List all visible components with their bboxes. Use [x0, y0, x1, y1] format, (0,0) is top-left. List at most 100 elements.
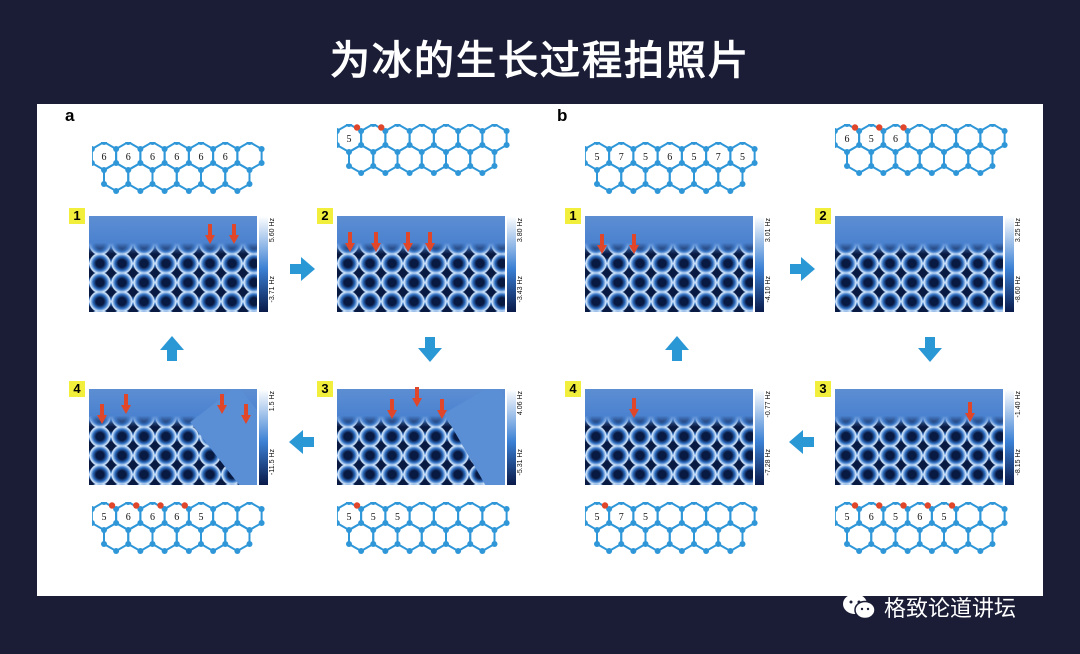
- colorbar: [507, 216, 516, 312]
- colorbar-min-label: -3.43 Hz: [517, 276, 524, 303]
- ring-label: 5: [198, 512, 203, 523]
- defect-atom: [851, 502, 859, 509]
- colorbar-max-label: 3.80 Hz: [517, 218, 524, 243]
- ring-label: 7: [619, 512, 624, 523]
- defect-atom: [353, 124, 361, 131]
- afm-image: [585, 389, 753, 485]
- colorbar-min-label: -8.15 Hz: [1015, 449, 1022, 476]
- ring-label: 6: [223, 152, 228, 163]
- panel-letter-a: a: [65, 106, 75, 125]
- colorbar-min-label: -4.10 Hz: [765, 276, 772, 303]
- red-arrow-icon: [241, 404, 251, 424]
- ring-label: 6: [198, 152, 203, 163]
- step-badge: 4: [565, 381, 581, 397]
- ring-label: 5: [347, 512, 352, 523]
- afm-image: [89, 389, 257, 485]
- colorbar: [1005, 216, 1014, 312]
- colorbar-max-label: -0.77 Hz: [765, 391, 772, 418]
- ring-label: 6: [893, 134, 898, 145]
- red-arrow-icon: [597, 234, 607, 254]
- ring-label: 6: [667, 152, 672, 163]
- flow-arrow-right-icon: [290, 257, 315, 281]
- ring-label: 5: [395, 512, 400, 523]
- colorbar-min-label: -11.5 Hz: [269, 449, 276, 475]
- ring-label: 6: [174, 152, 179, 163]
- flow-arrow-down-icon: [918, 337, 942, 362]
- afm-image: [835, 216, 1003, 312]
- ring-label: 5: [941, 512, 946, 523]
- red-arrow-icon: [387, 399, 397, 419]
- watermark-text: 格致论道讲坛: [884, 597, 1017, 622]
- colorbar-min-label: -7.28 Hz: [765, 449, 772, 476]
- disordered-layer: [337, 216, 505, 254]
- defect-atom: [157, 502, 164, 509]
- red-arrow-icon: [229, 224, 239, 244]
- defect-atom: [851, 124, 859, 131]
- ring-label: 6: [150, 512, 155, 523]
- ring-label: 5: [845, 512, 850, 523]
- lattice-diagram: 5: [337, 124, 510, 176]
- flow-arrow-left-icon: [289, 430, 314, 454]
- ring-label: 5: [102, 512, 107, 523]
- step-badge: 3: [815, 381, 831, 397]
- ring-label: 7: [716, 152, 721, 163]
- flow-arrow-up-icon: [665, 336, 689, 361]
- ring-label: 5: [371, 512, 376, 523]
- ring-label: 6: [845, 134, 850, 145]
- red-arrow-icon: [403, 232, 413, 252]
- ring-label: 5: [740, 152, 745, 163]
- ring-label: 5: [691, 152, 696, 163]
- ring-label: 5: [595, 152, 600, 163]
- colorbar: [1005, 389, 1014, 485]
- red-arrow-icon: [97, 404, 107, 424]
- step-badge: 3: [317, 381, 333, 397]
- defect-atom: [900, 502, 907, 509]
- lattice-diagram: 5 5 5: [337, 502, 510, 554]
- colorbar-max-label: 4.06 Hz: [517, 391, 524, 416]
- ring-label: 6: [126, 152, 131, 163]
- defect-atom: [876, 124, 883, 131]
- afm-image: [835, 389, 1003, 485]
- afm-image: [89, 216, 257, 312]
- slide-title: 为冰的生长过程拍照片: [330, 38, 750, 84]
- disordered-layer: [835, 216, 1003, 254]
- wechat-icon: [843, 594, 876, 620]
- ring-label: 6: [869, 512, 874, 523]
- ring-label: 5: [595, 512, 600, 523]
- disordered-layer: [585, 389, 753, 427]
- afm-image: [585, 216, 753, 312]
- panel-letter-b: b: [557, 106, 568, 125]
- colorbar-max-label: -1.40 Hz: [1015, 391, 1022, 418]
- ring-label: 5: [643, 152, 648, 163]
- colorbar-min-label: -5.31 Hz: [517, 449, 524, 476]
- lattice-diagram: 6 5 6: [835, 124, 1008, 176]
- watermark: 格致论道讲坛: [842, 590, 1016, 624]
- afm-image: [337, 216, 505, 312]
- ring-label: 6: [150, 152, 155, 163]
- colorbar: [507, 389, 516, 485]
- defect-atom: [924, 502, 931, 509]
- colorbar-max-label: 3.25 Hz: [1015, 218, 1022, 243]
- flow-arrow-right-icon: [790, 257, 815, 281]
- colorbar-min-label: -8.60 Hz: [1015, 276, 1022, 303]
- colorbar-min-label: -3.71 Hz: [269, 276, 276, 303]
- ring-label: 5: [893, 512, 898, 523]
- defect-atom: [353, 502, 361, 509]
- colorbar-max-label: 3.01 Hz: [765, 218, 772, 243]
- red-arrow-icon: [412, 387, 422, 407]
- ring-label: 5: [869, 134, 874, 145]
- flow-arrow-up-icon: [160, 336, 184, 361]
- red-arrow-icon: [345, 232, 355, 252]
- red-arrow-icon: [437, 399, 447, 419]
- afm-image: [337, 389, 505, 485]
- colorbar-max-label: 1.5 Hz: [269, 391, 276, 412]
- defect-atom: [108, 502, 116, 509]
- lattice-diagram: 6 6 6 6 6 6: [92, 142, 265, 194]
- ring-label: 6: [102, 152, 107, 163]
- colorbar-max-label: 5.60 Hz: [269, 218, 276, 243]
- red-arrow-icon: [425, 232, 435, 252]
